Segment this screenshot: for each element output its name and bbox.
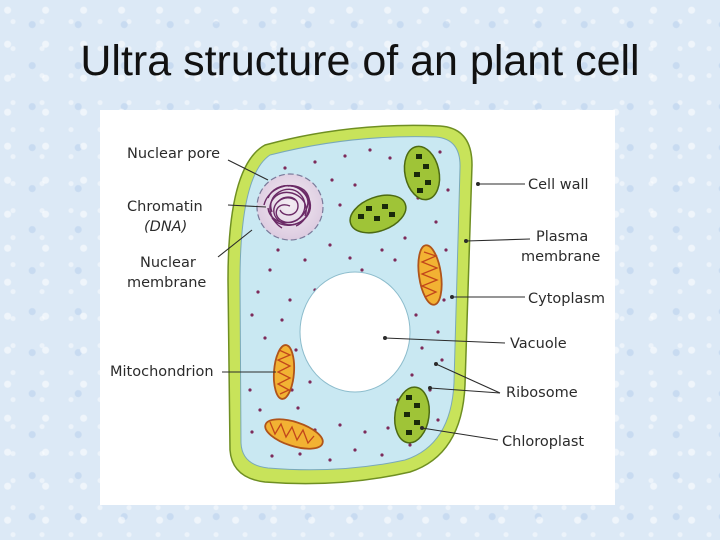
label-plasma-membrane-line1: Plasma [536,229,588,245]
label-cell-wall: Cell wall [528,177,589,193]
chloroplast-top [403,145,441,201]
label-nuclear-membrane-line1: Nuclear [140,255,196,271]
label-ribosome: Ribosome [506,385,578,401]
chloroplast-middle [349,194,407,234]
ribosomes [248,148,450,462]
plant-cell-illustration: Nuclear pore Chromatin (DNA) Nuclear mem… [110,124,605,485]
leader-lines [217,159,531,441]
label-nuclear-pore: Nuclear pore [127,146,220,162]
label-chromatin-dna: (DNA) [144,219,187,235]
mitochondrion-bottom [264,418,324,450]
label-chromatin: Chromatin [127,199,203,215]
mitochondrion-right [417,244,443,306]
label-cytoplasm: Cytoplasm [528,291,605,307]
nucleus [256,173,324,241]
leader-dots [383,182,480,430]
slide-title: Ultra structure of an plant cell [80,37,640,85]
label-nuclear-membrane-line2: membrane [127,275,206,291]
mitochondrion-left [272,344,296,400]
label-plasma-membrane-line2: membrane [521,249,600,265]
vacuole [299,271,411,393]
label-chloroplast: Chloroplast [502,434,584,450]
label-vacuole: Vacuole [510,336,567,352]
label-mitochondrion: Mitochondrion [110,364,214,380]
plant-cell-diagram: Nuclear pore Chromatin (DNA) Nuclear mem… [100,110,615,505]
